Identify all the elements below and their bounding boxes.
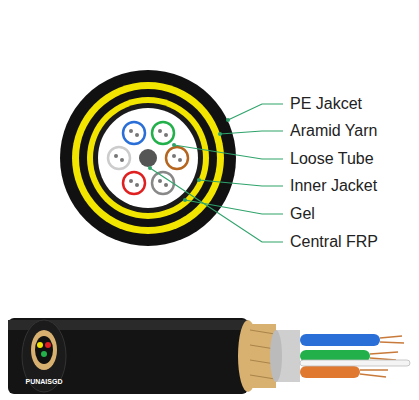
loose-tube-side xyxy=(300,366,360,378)
end-face xyxy=(22,320,66,392)
loose-tube-side xyxy=(300,334,380,346)
inner-jacket-end xyxy=(270,330,282,382)
callout-label: Gel xyxy=(290,204,315,224)
callout-label: Loose Tube xyxy=(290,149,374,169)
cable-jacket xyxy=(8,318,248,394)
inner-jacket xyxy=(93,103,203,213)
loose-tube xyxy=(152,122,174,144)
central-rod xyxy=(300,360,410,366)
central-frp xyxy=(139,149,157,167)
aramid-ring xyxy=(72,82,224,234)
end-face-inner xyxy=(35,336,53,364)
callout-label: Central FRP xyxy=(290,232,378,252)
separator-ring xyxy=(79,89,217,227)
fibers xyxy=(114,129,182,187)
gel-fill xyxy=(98,108,198,208)
callout-label: Inner Jacket xyxy=(290,176,377,196)
loose-tube xyxy=(166,147,188,169)
loose-tube xyxy=(152,172,174,194)
loose-tube xyxy=(123,172,145,194)
callout-label: Aramid Yarn xyxy=(290,121,377,141)
end-face-tube xyxy=(41,351,47,357)
fibers-side xyxy=(360,336,404,377)
end-face-tube xyxy=(45,342,51,348)
leader-dots xyxy=(148,118,230,202)
brand-watermark: PUNAISGD xyxy=(26,378,63,386)
callout-label: PE Jakcet xyxy=(290,94,362,114)
loose-tube xyxy=(123,122,145,144)
end-face-tube xyxy=(37,342,43,348)
loose-tube xyxy=(108,147,130,169)
leader-lines xyxy=(150,104,283,242)
outer-jacket xyxy=(60,70,236,246)
end-face-aramid xyxy=(31,330,57,370)
